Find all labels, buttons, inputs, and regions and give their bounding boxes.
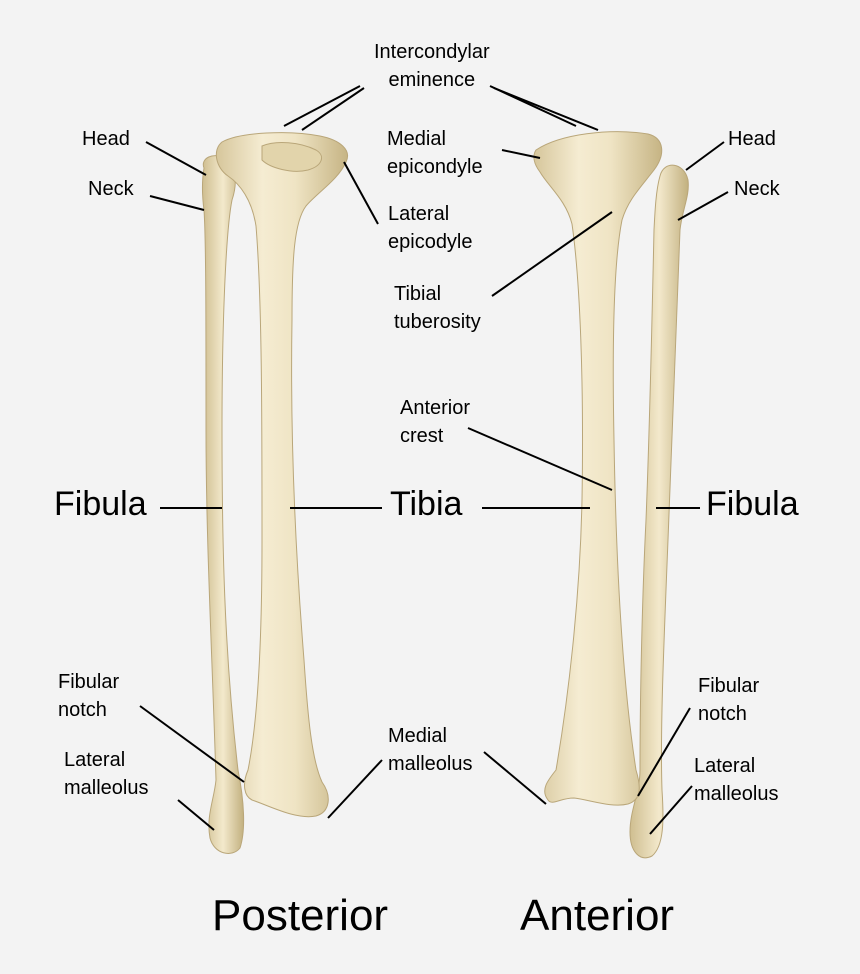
label-tibial-tuberosity: Tibial tuberosity [394,283,481,333]
label-fibular-notch-left: Fibular notch [58,671,120,721]
label-fibula-left: Fibula [54,485,147,523]
label-tibia: Tibia [390,485,463,523]
leader-tibial-tuberosity [491,211,613,297]
leader-intercondylar-4 [493,87,599,131]
leader-intercondylar-2 [301,87,365,131]
leader-fibular-notch-left [139,705,245,783]
label-lateral-malleolus-right: Lateral malleolus [694,755,779,805]
leader-lateral-malleolus-right [649,785,693,835]
posterior-tibia [215,132,348,818]
leader-fibular-notch-right [637,707,691,797]
label-head-left: Head [82,128,130,150]
leader-intercondylar-1 [283,85,361,127]
leader-medial-malleolus-right [483,751,547,805]
label-medial-malleolus: Medial malleolus [388,725,473,775]
leader-neck-left [149,195,205,211]
label-head-right: Head [728,128,776,150]
view-title-anterior: Anterior [520,891,675,940]
leader-anterior-crest [467,427,613,491]
posterior-fibula [202,155,245,854]
view-title-posterior: Posterior [212,891,389,940]
label-neck-left: Neck [88,178,134,200]
label-fibular-notch-right: Fibular notch [698,675,760,725]
anterior-tibia [533,131,663,806]
label-medial-epicondyle: Medial epicondyle [387,128,483,178]
posterior-plateau [261,142,323,172]
label-anterior-crest: Anterior crest [400,397,471,447]
anterior-fibula [629,164,689,859]
leader-medial-malleolus-left [327,759,383,819]
leader-lateral-epicodyle [343,161,379,225]
leader-medial-epicondyle [501,149,541,159]
leader-head-right [685,141,725,171]
leader-head-left [145,141,207,176]
label-neck-right: Neck [734,178,780,200]
label-lateral-epicodyle: Lateral epicodyle [388,203,473,253]
label-fibula-right: Fibula [706,485,799,523]
label-lateral-malleolus-left: Lateral malleolus [64,749,149,799]
leader-lateral-malleolus-left [177,799,215,831]
label-intercondylar-eminence: Intercondylar eminence [374,41,490,91]
leader-neck-right [677,191,729,221]
